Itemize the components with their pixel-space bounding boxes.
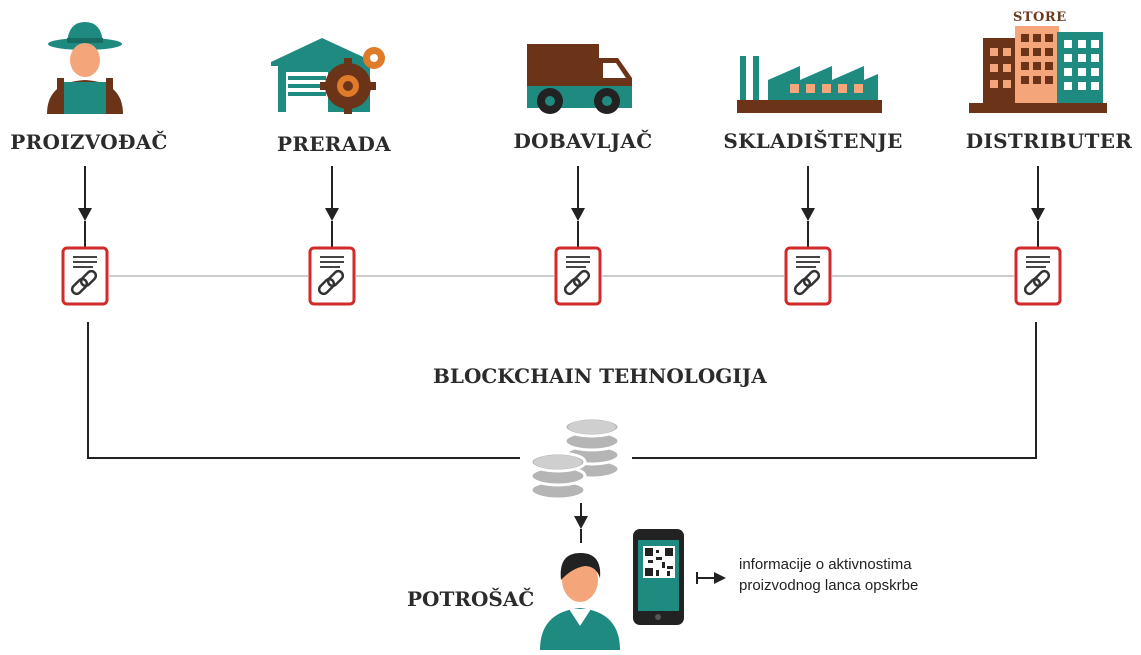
- smartphone-qr-icon: [633, 529, 684, 625]
- delivery-truck-icon: [527, 44, 632, 114]
- stage-label-storage: SKLADIŠTENJE: [723, 129, 903, 153]
- consumer-label: POTROŠAČ: [407, 587, 535, 611]
- info-text-line1: informacije o aktivnostima: [739, 556, 912, 573]
- blockchain-blocks: [61, 246, 1062, 306]
- blockchain-title: BLOCKCHAIN TEHNOLOGIJA: [433, 364, 767, 388]
- warehouse-factory-icon: [737, 56, 882, 113]
- coin-stack-icon: [529, 416, 621, 501]
- consumer-person-icon: [540, 552, 620, 650]
- stage-label-producer: PROIZVOĐAČ: [10, 130, 168, 154]
- stage-label-processing: PRERADA: [276, 132, 392, 156]
- info-text-line2: proizvodnog lanca opskrbe: [739, 577, 919, 594]
- consumer-arrow: [574, 503, 588, 543]
- farmer-icon: [47, 22, 123, 114]
- store-sign: STORE: [1013, 10, 1067, 25]
- bracket-lines: [87, 322, 1037, 459]
- block-document-icon: [784, 246, 832, 306]
- stage-arrows: [78, 166, 1045, 248]
- block-document-icon: [1014, 246, 1062, 306]
- info-arrow: [696, 572, 726, 584]
- block-document-icon: [308, 246, 356, 306]
- stage-label-supplier: DOBAVLJAČ: [513, 129, 653, 153]
- block-document-icon: [61, 246, 109, 306]
- factory-gear-icon: [271, 38, 385, 114]
- stage-label-distributor: DISTRIBUTER: [965, 129, 1133, 153]
- info-text: informacije o aktivnostima proizvodnog l…: [739, 554, 918, 596]
- store-building-icon: [969, 26, 1107, 113]
- block-document-icon: [554, 246, 602, 306]
